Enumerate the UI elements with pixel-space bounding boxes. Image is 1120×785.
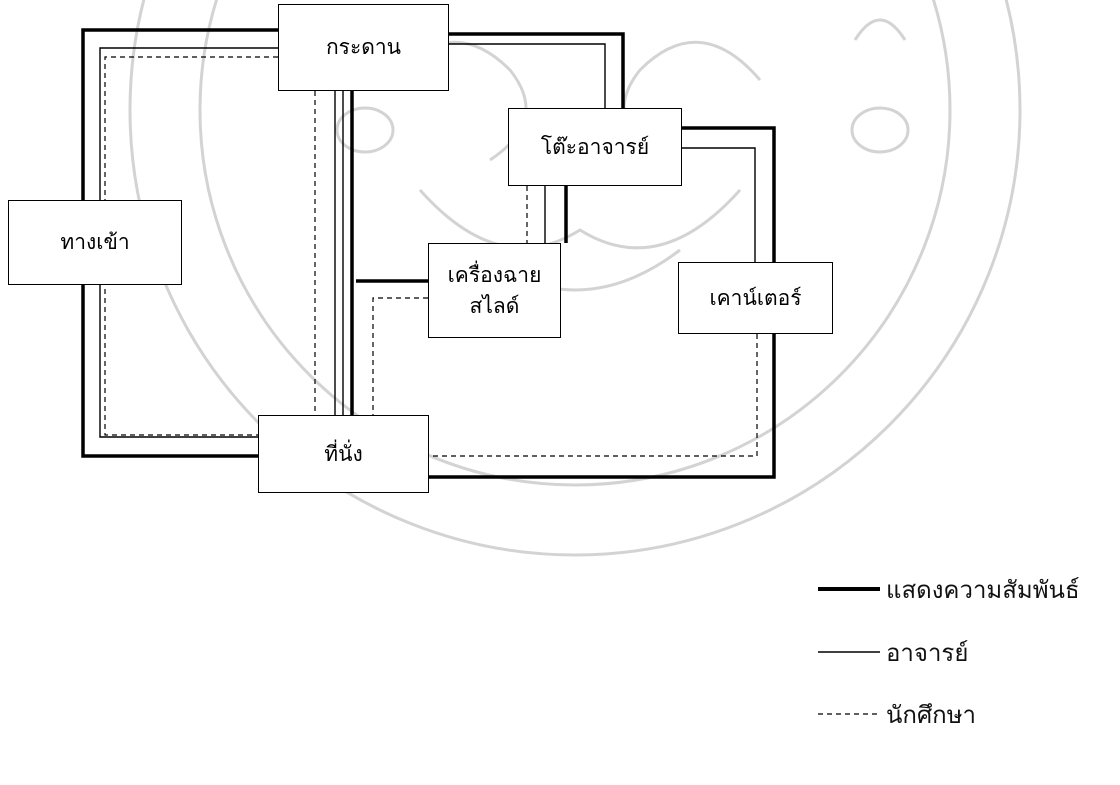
legend-teacher: อาจารย์ [818,637,968,667]
legend-student: นักศึกษา [818,699,976,729]
projector-node: เครื่องฉาย สไลด์ [428,243,561,338]
projector-label-line2: สไลด์ [470,291,520,321]
board-desk-thin-connector [449,44,605,108]
counter-seating-dashed-connector [429,334,757,456]
projector-seating-dashed-connector [373,298,428,415]
entrance-label: ทางเข้า [60,227,129,257]
board-label: กระดาน [326,32,401,62]
dashed-line-swatch [818,709,880,719]
desk-counter-thin-connector [682,148,755,262]
seating-node: ที่นั่ง [258,415,429,493]
entrance-node: ทางเข้า [8,200,182,285]
legend-teacher-label: อาจารย์ [886,633,968,672]
thick-line-swatch [818,584,880,594]
seating-label: ที่นั่ง [324,439,362,469]
board-node: กระดาน [278,4,449,91]
legend-relationship-label: แสดงความสัมพันธ์ [886,570,1080,609]
counter-node: เคาน์เตอร์ [678,262,833,334]
legend-relationship: แสดงความสัมพันธ์ [818,574,1080,604]
projector-label-line1: เครื่องฉาย [448,260,542,290]
board-desk-thick-connector [449,34,623,108]
legend-student-label: นักศึกษา [886,695,976,734]
teacher-desk-label: โต๊ะอาจารย์ [541,132,649,162]
teacher-desk-node: โต๊ะอาจารย์ [508,108,682,186]
counter-label: เคาน์เตอร์ [709,283,801,313]
thin-line-swatch [818,647,880,657]
